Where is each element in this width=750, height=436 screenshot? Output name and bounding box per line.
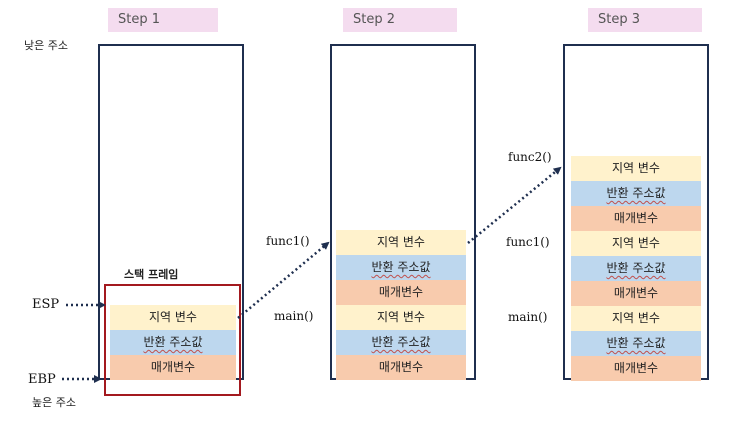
esp-label: ESP [32,297,60,312]
step-2-func1-label: func1() [266,234,310,248]
step-1-header: Step 1 [108,8,218,32]
step-3-func1-local-variables: 지역 변수 [571,231,701,256]
step-2-func1-return-address-label: 반환 주소값 [371,260,431,274]
step-2-main-return-address-label: 반환 주소값 [371,335,431,349]
step-3-main-parameters: 매개변수 [571,356,701,381]
step-2-func1-local-variables: 지역 변수 [336,230,466,255]
high-address-label: 높은 주소 [32,396,76,409]
step-1-parameters: 매개변수 [110,355,236,380]
step-2-main-local-variables: 지역 변수 [336,305,466,330]
step-1-return-address-label: 반환 주소값 [143,335,203,349]
low-address-label: 낮은 주소 [24,39,68,52]
step-2-to-step-3-arrow [467,166,562,244]
step-3-func1-return-address: 반환 주소값 [571,256,701,281]
step-2-func1-parameters: 매개변수 [336,280,466,305]
step-3-func1-return-address-label: 반환 주소값 [606,261,666,275]
stack-frame-label: 스택 프레임 [124,268,179,281]
step-3-main-label: main() [508,310,548,324]
step-1-to-step-2-arrow [237,241,330,319]
step-3-func2-parameters: 매개변수 [571,206,701,231]
step-3-header: Step 3 [588,8,702,32]
step-2-func1-return-address: 반환 주소값 [336,255,466,280]
ebp-label: EBP [28,372,56,387]
step-3-func2-local-variables: 지역 변수 [571,156,701,181]
step-1-return-address: 반환 주소값 [110,330,236,355]
step-2-main-parameters: 매개변수 [336,355,466,380]
step-3-main-return-address-label: 반환 주소값 [606,336,666,350]
step-3-main-local-variables: 지역 변수 [571,306,701,331]
step-3-main-return-address: 반환 주소값 [571,331,701,356]
step-2-main-label: main() [274,309,314,323]
step-3-func1-label: func1() [506,235,550,249]
step-3-func2-return-address: 반환 주소값 [571,181,701,206]
stack-frame-box [104,284,241,396]
step-2-main-return-address: 반환 주소값 [336,330,466,355]
step-3-func2-label: func2() [508,150,552,164]
step-2-header: Step 2 [343,8,457,32]
step-3-func2-return-address-label: 반환 주소값 [606,186,666,200]
step-3-func1-parameters: 매개변수 [571,281,701,306]
step-1-local-variables: 지역 변수 [110,305,236,330]
